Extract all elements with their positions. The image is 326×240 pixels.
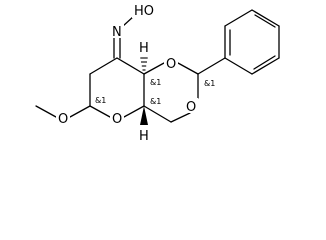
atom-oxime-oh: HO [134,4,154,19]
atom-oxime-n: N [112,25,122,40]
hash-bond-top-h [140,57,148,71]
stereo-label-acetal: &1 [204,79,215,88]
stereo-labels: &1 &1 &1 &1 [95,78,215,106]
bond-phenyl-3 [251,9,280,27]
bond-phenyl-inner-2 [254,14,276,28]
atom-o-methoxy: O [58,112,68,127]
bond-c1-o-top [143,62,165,75]
bond-o-bottom-c2 [170,112,191,123]
bond-c4-o-pyran [89,105,111,118]
bond-phenyl-inner-3 [253,55,276,70]
bond-o-top-c-acetal [177,62,199,75]
atom-h-bottom-junction: H [139,129,149,144]
stereo-label-junction-bottom: &1 [150,97,161,106]
bond-c-acetal-phenyl [197,57,226,75]
bond-c1-c6 [116,57,145,75]
atom-labels: HO N O O O O H H [56,2,198,144]
atom-o-dioxane-bottom: O [186,100,196,115]
bond-phenyl-6 [224,57,253,75]
bond-o-methoxy-ch3 [35,105,57,118]
atom-h-top-junction: H [139,41,149,56]
bond-c4-o-methoxy [69,105,91,118]
atom-o-pyran: O [112,112,122,127]
stereo-label-anomeric: &1 [95,96,106,105]
bond-c6-c5 [89,57,118,75]
bond-phenyl-5 [251,57,280,75]
wedge-bond-bottom-h [140,106,148,125]
bond-c2-c3 [143,105,172,123]
stereo-label-junction-top: &1 [150,78,161,87]
bond-phenyl-2 [224,9,253,27]
chemical-structure: HO N O O O O H H &1 &1 &1 &1 [35,2,280,144]
atom-o-dioxane-top: O [166,57,176,72]
bond-layer [35,9,280,125]
bond-o-pyran-c3 [123,105,145,118]
